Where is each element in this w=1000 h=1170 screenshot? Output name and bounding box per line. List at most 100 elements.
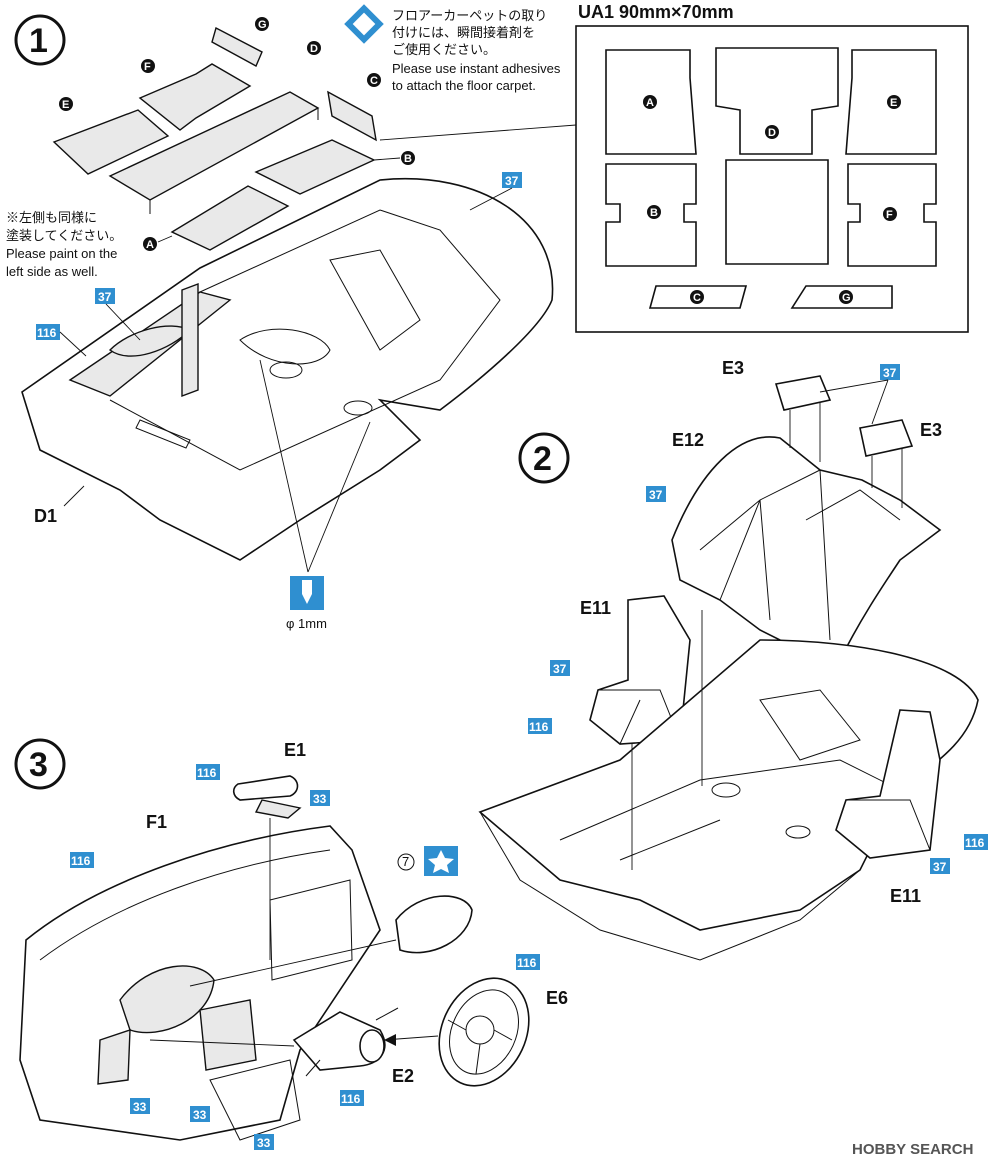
svg-text:33: 33: [193, 1108, 207, 1122]
color-tag-116: 116: [528, 718, 552, 734]
color-tag-116: 116: [964, 834, 988, 850]
brand-text: HOBBY SEARCH: [852, 1141, 973, 1158]
color-tag-37: 37: [550, 660, 570, 676]
svg-text:116: 116: [197, 766, 217, 780]
svg-text:B: B: [650, 207, 658, 219]
svg-text:37: 37: [505, 174, 519, 188]
color-tag-37: 37: [646, 486, 666, 502]
svg-text:37: 37: [883, 366, 897, 380]
color-tag-37: 37: [880, 364, 900, 380]
step-2-badge: 2: [518, 432, 570, 484]
svg-text:33: 33: [313, 792, 327, 806]
svg-text:F: F: [144, 61, 151, 73]
label-e1: E1: [284, 740, 306, 760]
sheet-piece-e: E: [887, 95, 901, 109]
steering-wheel-e6: E6 116: [383, 954, 568, 1087]
front-seat-e11-left: E11 37 116: [528, 595, 691, 745]
carpet-e: E: [59, 97, 73, 111]
color-tag-37: 37: [502, 172, 522, 188]
svg-text:37: 37: [649, 488, 663, 502]
carpet-f: F: [141, 59, 155, 73]
svg-text:G: G: [842, 292, 851, 304]
svg-text:116: 116: [341, 1092, 361, 1106]
svg-text:E: E: [890, 97, 897, 109]
color-tag-33: 33: [130, 1098, 150, 1114]
carpet-pieces: G F D C E B A: [52, 17, 415, 251]
carpet-note-jp-3: ご使用ください。: [392, 42, 496, 57]
carpet-b: B: [401, 151, 415, 165]
color-tag-37: 37: [930, 858, 950, 874]
svg-text:37: 37: [553, 662, 567, 676]
label-e3-left: E3: [722, 358, 744, 378]
label-e11-left: E11: [580, 598, 611, 618]
label-e12: E12: [672, 430, 704, 450]
svg-text:C: C: [370, 75, 378, 87]
svg-text:D: D: [768, 127, 776, 139]
paint-note-en-2: left side as well.: [6, 264, 98, 279]
svg-text:3: 3: [29, 746, 48, 784]
carpet-note-jp-2: 付けには、瞬間接着剤を: [392, 25, 535, 40]
paint-note: ※左側も同様に 塗装してください。 Please paint on the le…: [6, 210, 122, 279]
color-tag-116: 116: [70, 852, 94, 868]
paint-note-en-1: Please paint on the: [6, 246, 117, 261]
svg-text:116: 116: [517, 956, 537, 970]
svg-text:33: 33: [133, 1100, 147, 1114]
svg-text:116: 116: [965, 836, 985, 850]
sheet-piece-c: C: [690, 290, 704, 304]
headrest-e3-left: E3: [722, 358, 832, 462]
label-e11-right: E11: [890, 886, 921, 906]
floor-tub-assembled: [478, 610, 979, 961]
sheet-piece-a: A: [643, 95, 657, 109]
carpet-note-en-2: to attach the floor carpet.: [392, 78, 536, 93]
color-tag-116: 116: [340, 1090, 364, 1106]
paint-note-jp-2: 塗装してください。: [6, 228, 122, 243]
svg-text:33: 33: [257, 1136, 271, 1150]
color-tag-116: 116: [196, 764, 220, 780]
mirror-e1: E1 116 33: [196, 740, 330, 960]
footer-brand: HOBBY SEARCH: [852, 1141, 973, 1158]
carpet-sheet: UA1 90mm×70mm A D E B F C G: [379, 2, 969, 333]
svg-text:116: 116: [529, 720, 549, 734]
sheet-piece-f: F: [883, 207, 897, 221]
svg-text:116: 116: [37, 326, 57, 340]
label-d1: D1: [34, 506, 57, 526]
dashboard-f1: F1 116 33 33 33: [19, 812, 381, 1150]
carpet-d: D: [307, 41, 321, 55]
color-tag-37: 37: [95, 288, 115, 304]
sheet-piece-d: D: [765, 125, 779, 139]
color-tag-33: 33: [310, 790, 330, 806]
sheet-piece-g: G: [839, 290, 853, 304]
floor-tub-d1: D1: [21, 178, 554, 561]
headrest-e3-right: E3: [859, 419, 942, 508]
svg-text:F: F: [886, 209, 893, 221]
svg-text:37: 37: [933, 860, 947, 874]
svg-text:2: 2: [533, 440, 552, 478]
drill-marker: φ 1mm: [259, 359, 371, 631]
step-3-badge: 3: [14, 738, 66, 790]
carpet-note-en-1: Please use instant adhesives: [392, 61, 561, 76]
svg-text:1: 1: [29, 22, 48, 60]
color-tag-116: 116: [36, 324, 60, 340]
meter-decal: 7: [189, 846, 473, 987]
carpet-g: G: [255, 17, 269, 31]
paint-note-jp-1: ※左側も同様に: [6, 210, 97, 225]
carpet-c: C: [367, 73, 381, 87]
column-e2: E2 116: [149, 1007, 414, 1106]
drill-label: φ 1mm: [286, 616, 327, 631]
svg-text:37: 37: [98, 290, 112, 304]
svg-text:A: A: [146, 239, 154, 251]
svg-text:D: D: [310, 43, 318, 55]
svg-text:A: A: [646, 97, 654, 109]
front-seat-e11-right: E11 37 116: [835, 709, 988, 906]
svg-text:116: 116: [71, 854, 91, 868]
carpet-a: A: [143, 237, 157, 251]
color-tag-33: 33: [190, 1106, 210, 1122]
svg-text:G: G: [258, 19, 267, 31]
carpet-note: フロアーカーペットの取り 付けには、瞬間接着剤を ご使用ください。 Please…: [344, 4, 561, 93]
carpet-note-jp-1: フロアーカーペットの取り: [392, 8, 547, 23]
label-e3-right: E3: [920, 420, 942, 440]
color-tag-33: 33: [254, 1134, 274, 1150]
label-e6: E6: [546, 988, 568, 1008]
label-e2: E2: [392, 1066, 414, 1086]
